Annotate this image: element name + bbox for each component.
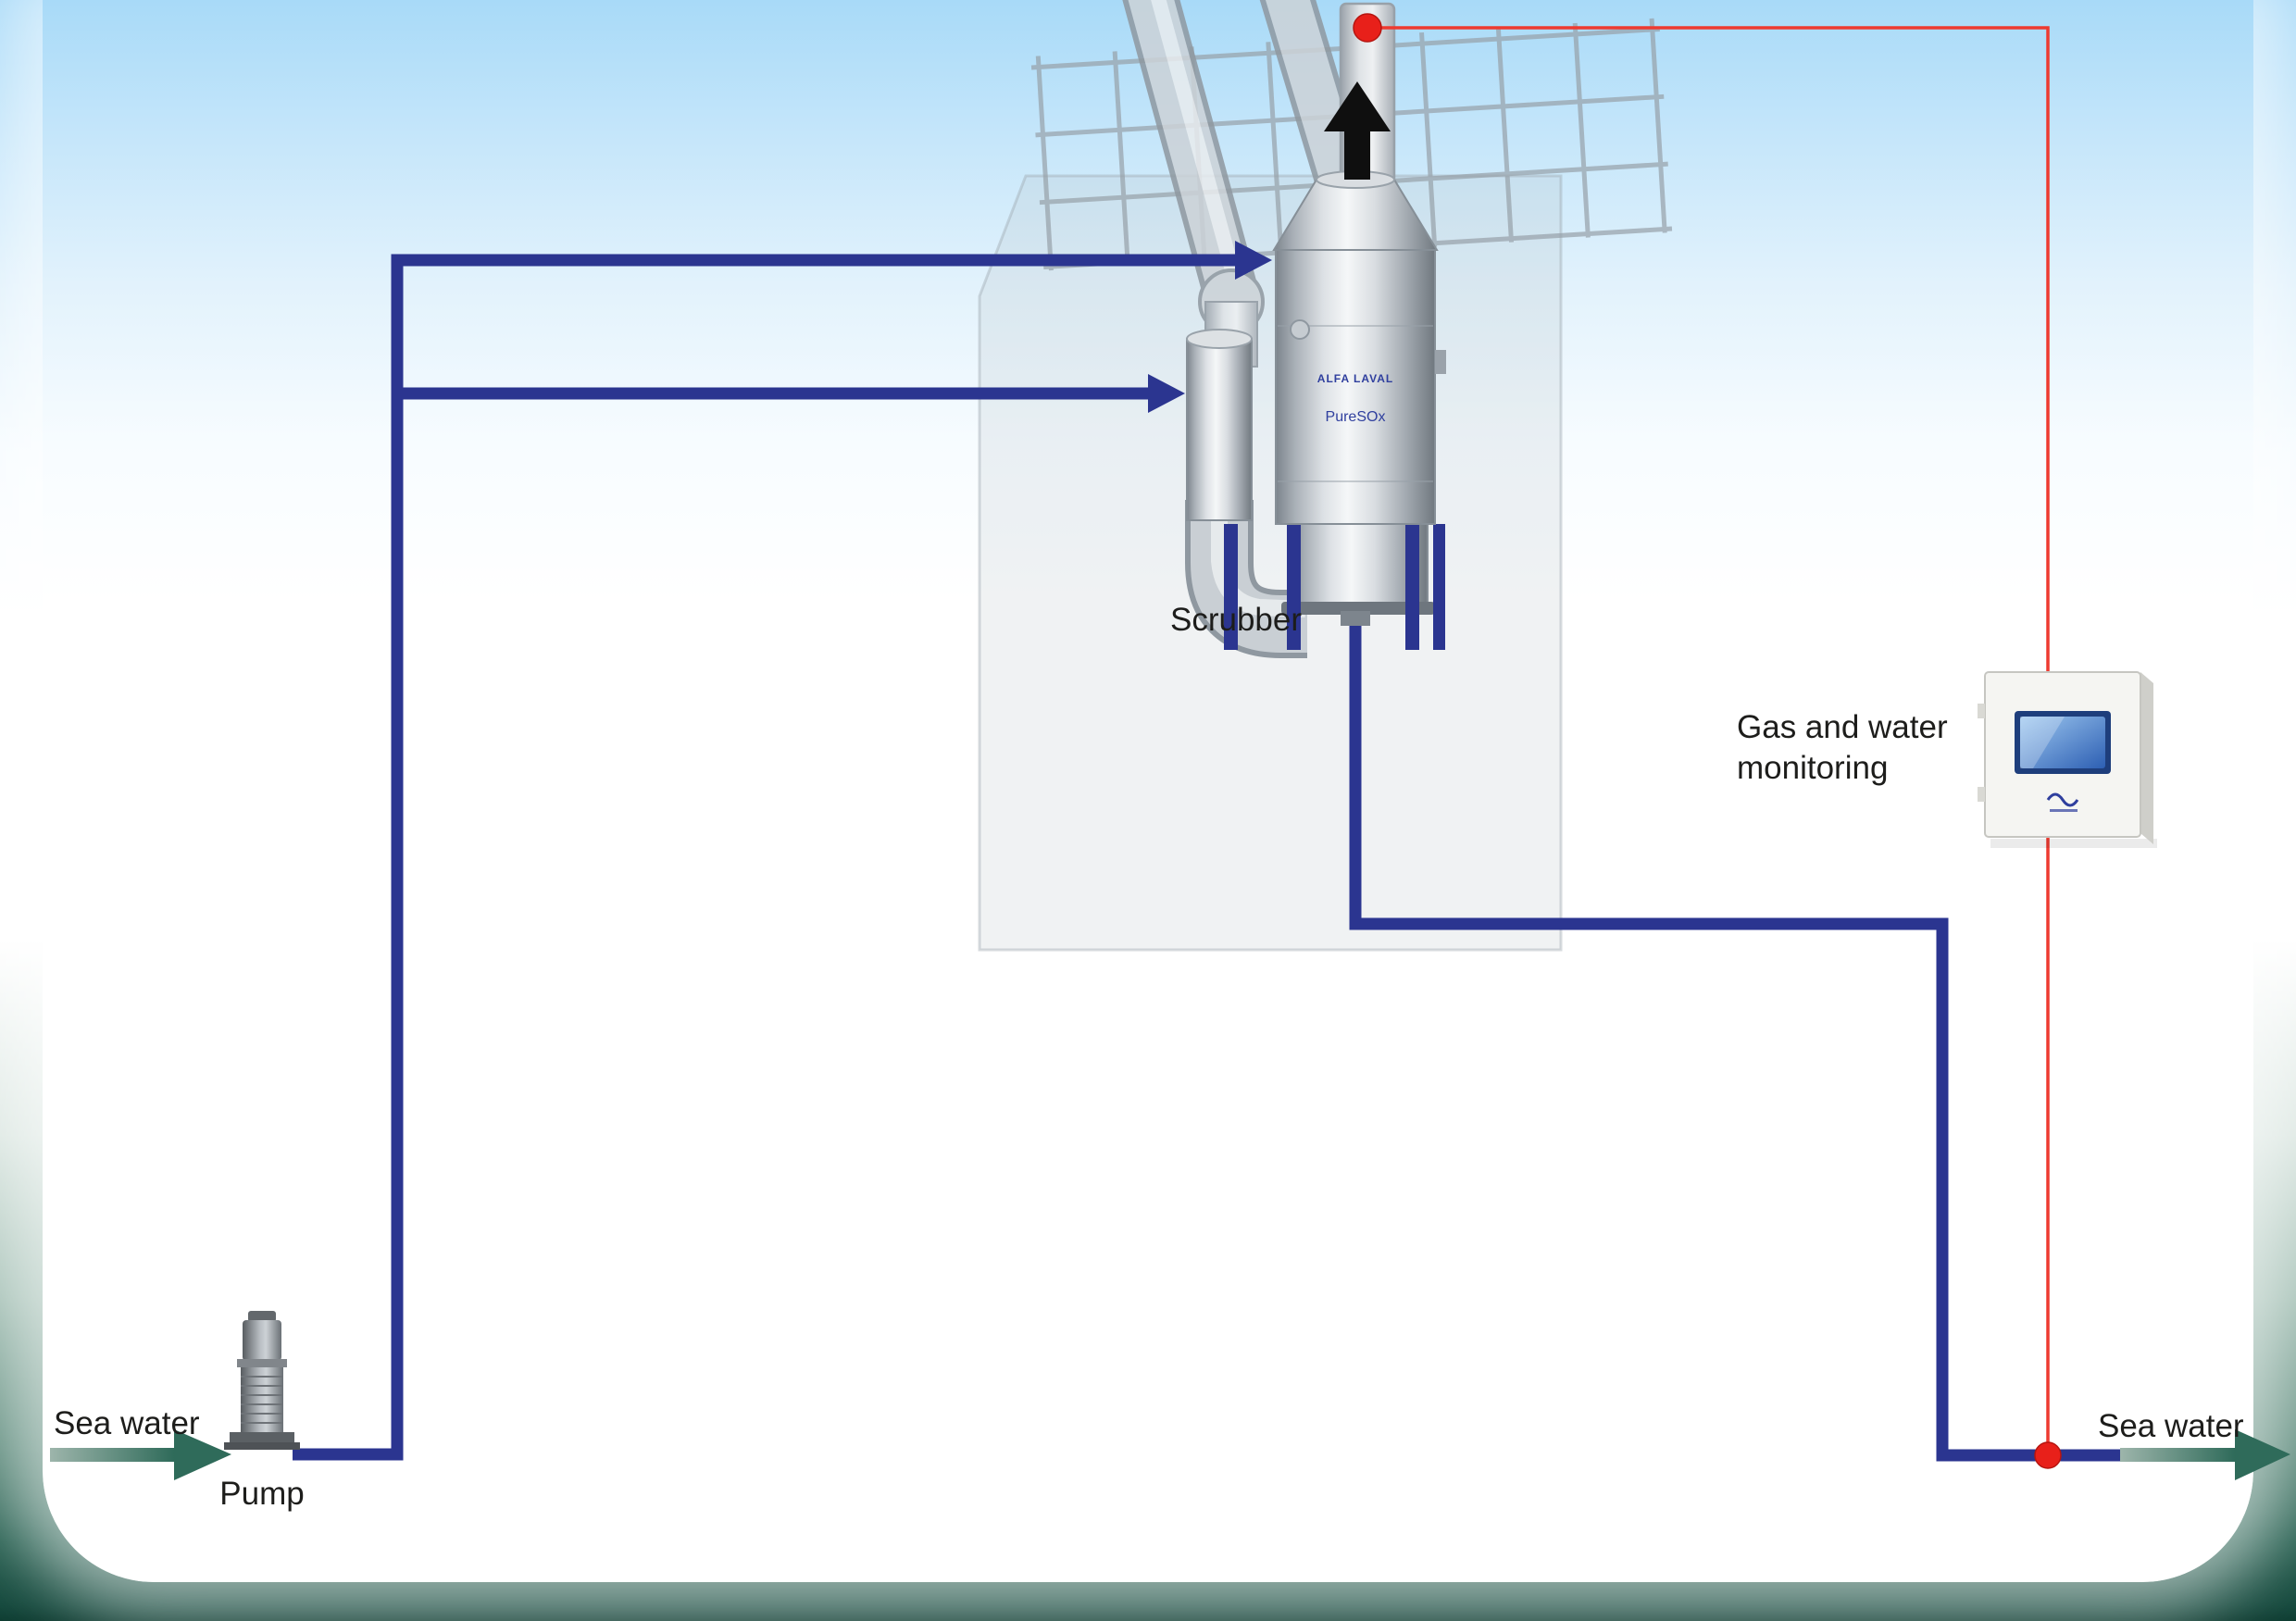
seawater-supply-pipe: [293, 254, 1250, 1461]
supply-arrowhead-lower: [1148, 374, 1185, 413]
alfa-laval-logo-icon: [2046, 792, 2079, 807]
inlet-duct: [1186, 338, 1253, 521]
seawater-outflow-arrow: [2120, 1429, 2290, 1480]
pump-graphic: [224, 1311, 300, 1450]
seawater-discharge-pipe: [1349, 618, 2124, 1462]
scrubber-model-label: PureSOx: [1325, 409, 1386, 425]
scrubber-brand-mark: ALFA LAVAL: [1316, 372, 1394, 385]
supply-arrowhead-top: [1235, 241, 1272, 280]
seawater-inflow-arrow: [50, 1429, 231, 1480]
scrubber-label: Scrubber: [1169, 602, 1303, 638]
measuring-point-bottom: [2034, 1441, 2062, 1469]
funnel-casing: [978, 174, 1563, 952]
scrubber-legs: [1224, 491, 1445, 650]
pump-label: Pump: [219, 1476, 305, 1512]
monitoring-label: Gas and water monitoring: [1737, 709, 1948, 786]
monitoring-signal-line: [1367, 26, 2050, 1455]
scrubber-barrel: [1275, 249, 1436, 525]
scrubber-unit: [1185, 170, 1446, 658]
sea-water-outlet-label: Sea water: [2098, 1408, 2244, 1444]
monitoring-cabinet: [1978, 671, 2157, 848]
exhaust-up-arrow-icon: [1324, 81, 1391, 180]
sea-water-inlet-label: Sea water: [54, 1405, 200, 1441]
measuring-point-top: [1353, 13, 1382, 43]
